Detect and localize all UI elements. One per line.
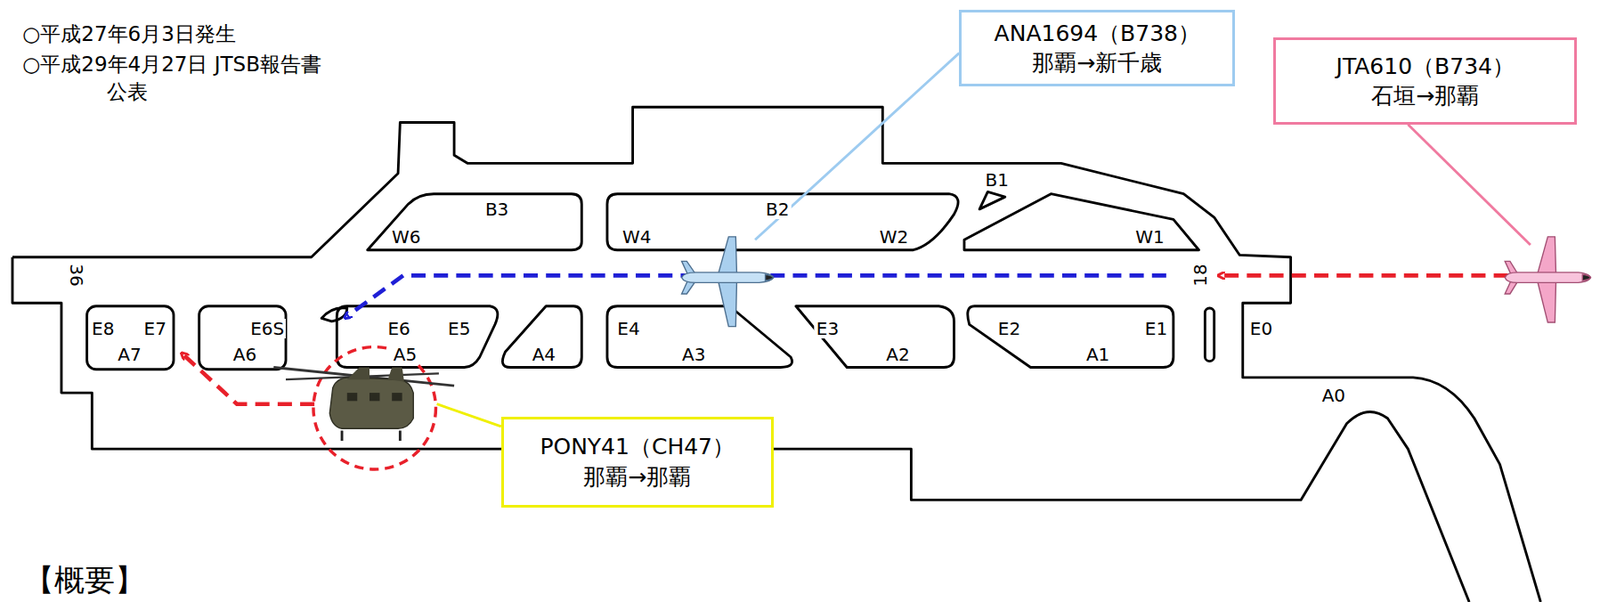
leader-line <box>437 404 502 427</box>
taxiway-name: A1 <box>1084 344 1112 365</box>
leader-line <box>1407 124 1530 245</box>
taxiway-island <box>964 194 1200 251</box>
taxiway-name: W1 <box>1133 227 1167 247</box>
aircraft <box>1504 236 1591 323</box>
route: 石垣→那覇 <box>1371 81 1479 112</box>
route: 那覇→新千歳 <box>1031 48 1162 79</box>
taxiway-island <box>967 306 1174 368</box>
aircraft <box>682 236 774 327</box>
section-heading: 【概要】 <box>22 563 147 597</box>
taxiway-island <box>502 306 582 368</box>
taxiway-island <box>607 194 959 251</box>
date-note: ○平成27年6月3日発生 <box>22 20 236 49</box>
taxiway-island <box>321 308 348 322</box>
flight-id: JTA610（B734） <box>1336 51 1515 82</box>
taxiway-name: E6S <box>248 318 286 339</box>
taxiway-name: E2 <box>996 318 1023 339</box>
taxiway-name: E0 <box>1248 318 1275 339</box>
runway-number: 36 <box>66 262 87 289</box>
taxiway-island <box>367 194 583 251</box>
taxiway-name: A3 <box>680 344 707 365</box>
landing-path <box>1221 273 1509 278</box>
taxiway-name: E8 <box>89 318 116 339</box>
taxiway-name: A7 <box>115 344 143 365</box>
callout-box: PONY41（CH47）那覇→那覇 <box>501 416 774 508</box>
taxiway-name: E3 <box>814 318 841 339</box>
callout-box: JTA610（B734）石垣→那覇 <box>1273 37 1577 125</box>
taxiway-name: E4 <box>615 318 642 339</box>
route: 那覇→那覇 <box>583 462 691 493</box>
taxiway-island <box>1204 308 1214 362</box>
taxiway-island <box>979 191 1006 209</box>
taxiway-island <box>336 306 498 368</box>
runway-number: 18 <box>1190 262 1211 289</box>
taxiway-island <box>87 306 174 370</box>
taxiway-name: A4 <box>530 344 558 365</box>
taxiway-name: A0 <box>1320 385 1348 406</box>
taxiway-name: E1 <box>1143 318 1170 339</box>
airfield-outline <box>12 257 1470 602</box>
taxiway-name: W2 <box>877 227 911 247</box>
taxiway-island <box>607 306 793 368</box>
taxiway-name: W4 <box>620 227 654 247</box>
taxiway-name: B1 <box>982 170 1010 190</box>
airfield-outline <box>12 106 1541 602</box>
taxiway-name: A2 <box>884 344 911 365</box>
callout-box: ANA1694（B738）那覇→新千歳 <box>958 9 1235 87</box>
taxiway-name: B2 <box>763 199 791 220</box>
flight-id: ANA1694（B738） <box>994 18 1201 49</box>
taxiway-island <box>199 306 286 370</box>
taxiway-name: E6 <box>385 318 412 339</box>
date-note: ○平成29年4月27日 JTSB報告書公表 <box>22 50 339 106</box>
taxiway-name: W6 <box>389 227 423 247</box>
flight-id: PONY41（CH47） <box>539 431 735 463</box>
taxiway-name: A5 <box>391 344 419 365</box>
incident-circle <box>313 347 436 470</box>
taxiway-name: B3 <box>483 199 511 220</box>
taxiway-name: E7 <box>142 318 169 339</box>
leader-line <box>755 53 959 241</box>
taxiway-name: A6 <box>231 344 259 365</box>
taxiway-island <box>795 306 955 368</box>
taxiway-name: E5 <box>446 318 472 339</box>
helicopter <box>273 366 455 440</box>
